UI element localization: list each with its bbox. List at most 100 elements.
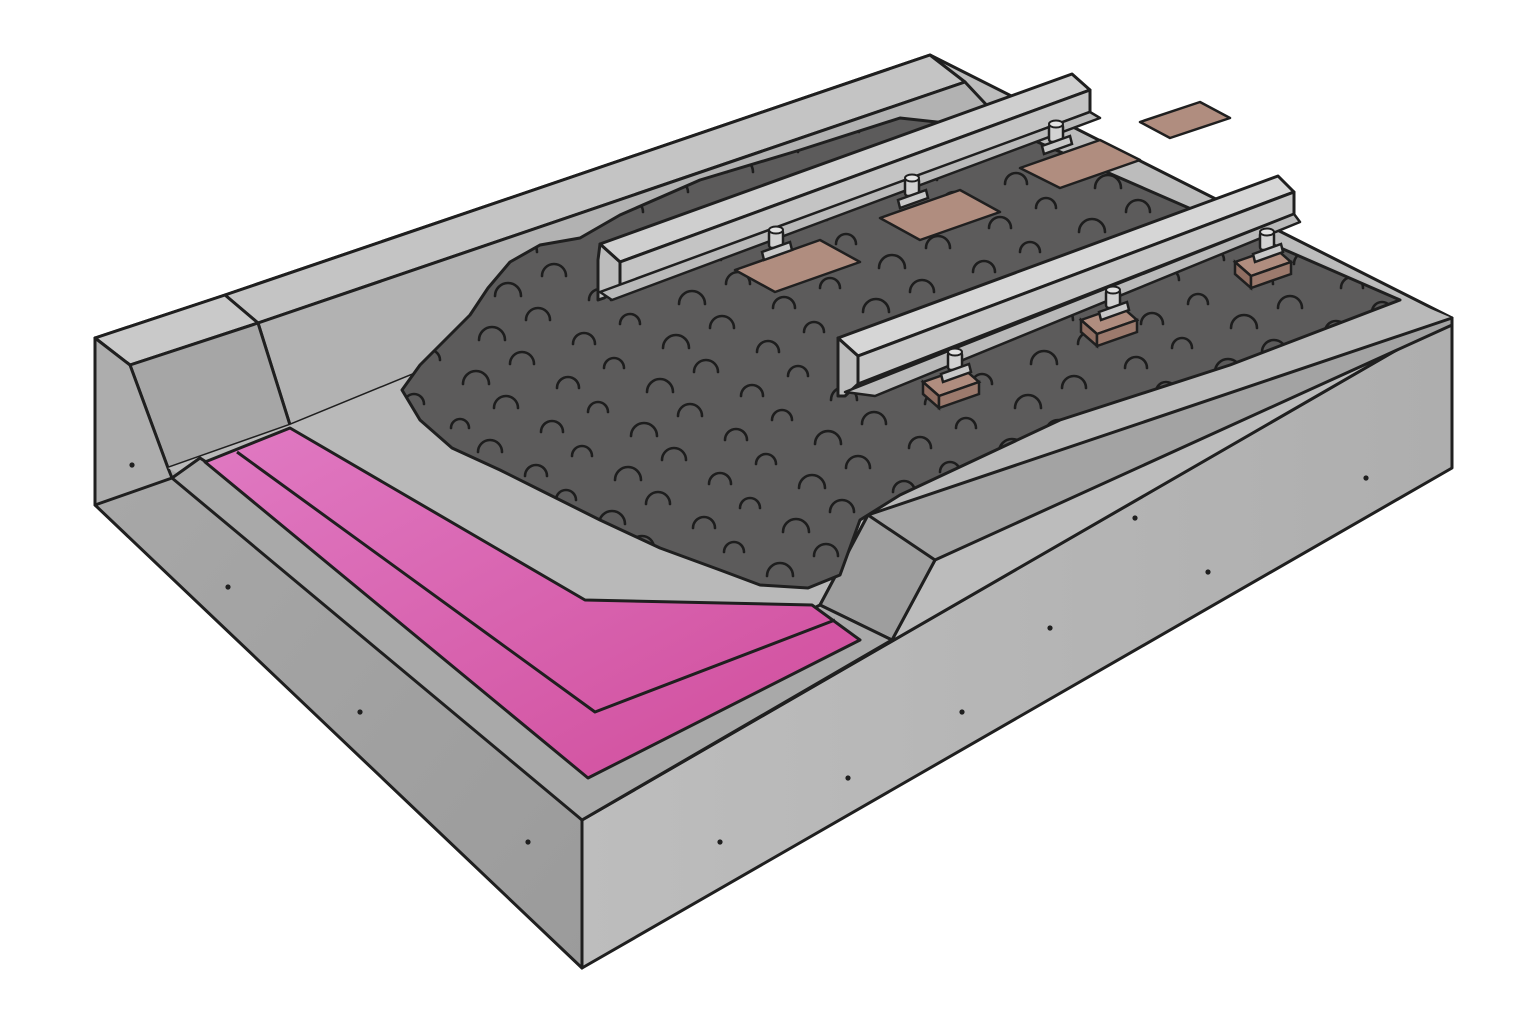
- ballast-stone: [1190, 24, 1214, 36]
- ballast-stone: [1452, 82, 1472, 92]
- ballast-stone: [971, 259, 997, 274]
- surface-dot: [1047, 625, 1053, 631]
- ballast-stone: [1405, 101, 1427, 112]
- ballast-stone: [1123, 355, 1149, 370]
- surface-dot: [225, 584, 231, 590]
- ballast-stone: [523, 463, 549, 478]
- ballast-stone: [1478, 260, 1502, 272]
- ballast-stone: [1069, 0, 1091, 8]
- ballast-stone: [1494, 216, 1518, 228]
- ballast-stone: [1203, 135, 1229, 150]
- rail-clip: [920, 347, 982, 411]
- ballast-stone: [708, 314, 736, 330]
- ballast-stone: [754, 452, 778, 466]
- ballast-stone: [618, 312, 642, 326]
- ballast-stone: [770, 408, 794, 422]
- ballast-stone: [1358, 76, 1382, 88]
- surface-dot: [1132, 515, 1138, 521]
- surface-dot: [357, 709, 363, 715]
- ballast-stone: [806, 52, 830, 64]
- ballast-stone: [707, 471, 733, 486]
- ballast-stone: [818, 276, 842, 290]
- ballast-stone: [1029, 349, 1059, 366]
- ballast-stone: [1234, 160, 1258, 174]
- ballast-stone: [1077, 217, 1107, 234]
- ballast-stone: [660, 446, 688, 462]
- ballast-stone: [916, 14, 936, 24]
- ballast-stone: [644, 490, 672, 506]
- ballast-stone: [1484, 0, 1504, 4]
- surface-dot: [129, 462, 135, 468]
- rail-clip: [1232, 227, 1294, 291]
- ballast-stone: [539, 419, 565, 434]
- ballast-stone: [540, 262, 568, 278]
- ballast-stone: [1284, 30, 1304, 40]
- rail-clip: [1040, 119, 1074, 156]
- ballast-stone: [1421, 57, 1443, 68]
- clip-bolt-head: [1259, 227, 1275, 237]
- ballast-stone: [508, 350, 536, 366]
- ballast-stone: [493, 281, 523, 298]
- clip-base: [1040, 134, 1074, 156]
- ballast-stone: [828, 498, 856, 514]
- ballast-stone: [1006, 16, 1030, 28]
- ballast-stone: [722, 540, 746, 554]
- ballast-stone: [268, 254, 288, 264]
- ballast-stone: [907, 435, 933, 450]
- ballast-stone: [570, 444, 594, 458]
- ballast-stone: [492, 394, 520, 410]
- surface-dot: [845, 775, 851, 781]
- ballast-stone: [1013, 393, 1043, 410]
- ballast-stone: [755, 339, 781, 354]
- drainage-layer-inner-line: [236, 450, 836, 714]
- ballast-stone: [588, 130, 616, 146]
- surface-dot: [717, 839, 723, 845]
- ballast-stone: [1170, 336, 1194, 350]
- ballast-stone: [1186, 292, 1210, 306]
- ballast-stone: [1527, 15, 1536, 28]
- ballast-stone: [786, 364, 810, 378]
- ballast-stone: [1327, 51, 1353, 64]
- ballast-stone: [1340, 118, 1368, 134]
- ballast-stone: [1420, 170, 1440, 180]
- ballast-stone: [954, 416, 978, 430]
- ballast-stone: [1253, 5, 1275, 16]
- ballast-stone: [891, 479, 917, 494]
- ballast-stone: [1093, 173, 1123, 190]
- surface-dot: [1205, 569, 1211, 575]
- sleeper: [878, 188, 1002, 242]
- clip-bolt-head: [947, 347, 963, 357]
- ballast-stone: [482, 172, 506, 186]
- ballast-stone: [812, 542, 840, 558]
- ballast-stone: [877, 253, 907, 270]
- ballast-stone: [990, 60, 1014, 72]
- ballast-stone: [723, 427, 749, 442]
- ballast-stone: [597, 509, 627, 526]
- ballast-stone: [435, 191, 461, 206]
- ballast-stone: [797, 473, 827, 490]
- ballast-stone: [677, 289, 707, 306]
- ballast-stone: [1268, 74, 1288, 84]
- ballast-stone: [1387, 143, 1400, 158]
- ballast-stone: [651, 118, 677, 126]
- ballast-stone: [987, 215, 1013, 230]
- ballast-stone: [691, 515, 717, 530]
- ballast-stone: [1374, 32, 1398, 44]
- ballast-stone: [1174, 68, 1198, 80]
- clip-base: [1251, 242, 1285, 264]
- rail-fastening-clips: [760, 119, 1294, 411]
- rail-left: [596, 72, 1102, 302]
- drainage-layer-outer: [203, 426, 862, 780]
- ballast-stone: [692, 358, 720, 374]
- ballast-stone: [1447, 235, 1473, 248]
- ballast-stone: [629, 421, 659, 438]
- clip-bolt-head: [768, 225, 784, 235]
- ballast-stone: [908, 278, 936, 294]
- clip-bolt-head: [1105, 285, 1121, 295]
- ballast-stone: [1511, 59, 1536, 72]
- ballast-stone: [1436, 126, 1456, 136]
- ballast-stone: [959, 35, 985, 48]
- ballast-stone: [861, 297, 891, 314]
- ballast-stone: [1276, 294, 1304, 310]
- ballast-stone: [1462, 304, 1486, 316]
